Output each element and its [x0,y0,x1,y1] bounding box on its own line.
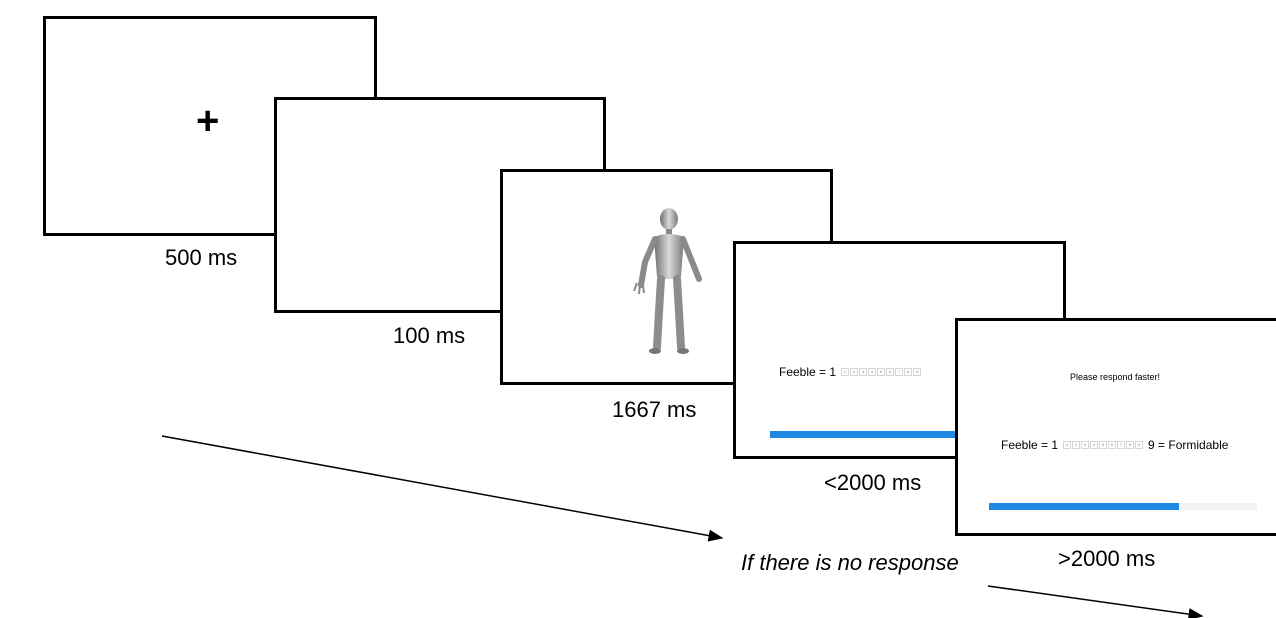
time-arrow-continuation [987,585,1204,618]
left-anchor-label: Feeble = 1 [1001,438,1059,452]
scale-option-7[interactable]: 7 [895,368,904,376]
scale-option-2[interactable]: 2 [850,368,859,376]
mannequin-figure-icon [633,208,702,354]
scale-option-9[interactable]: 9 [913,368,922,376]
respond-faster-message: Please respond faster! [1070,372,1161,382]
progress-bar-fill [770,431,1017,438]
scale-option-3[interactable]: 3 [1081,441,1090,449]
progress-bar-track [770,431,1030,438]
blank-duration-label: 100 ms [393,323,466,348]
no-response-note: If there is no response [741,550,959,575]
scale-option-5[interactable]: 5 [877,368,886,376]
stimulus-duration-label: 1667 ms [612,397,697,422]
time-arrow-main [161,435,724,542]
feedback-duration-label: >2000 ms [1058,546,1156,571]
progress-bar-track [989,503,1257,510]
scale-option-6[interactable]: 6 [886,368,895,376]
scale-option-3[interactable]: 3 [859,368,868,376]
scale-option-6[interactable]: 6 [1108,441,1117,449]
scale-option-8[interactable]: 8 [904,368,913,376]
right-anchor-label: 9 = Formidable [1148,438,1229,452]
left-anchor-label: Feeble = 1 [779,365,837,379]
scale-option-2[interactable]: 2 [1072,441,1081,449]
scale-option-4[interactable]: 4 [1090,441,1099,449]
scale-option-1[interactable]: 1 [1063,441,1072,449]
scale-option-5[interactable]: 5 [1099,441,1108,449]
scale-option-7[interactable]: 7 [1117,441,1126,449]
scale-option-8[interactable]: 8 [1126,441,1135,449]
progress-bar-fill [989,503,1180,510]
fixation-duration-label: 500 ms [165,245,238,270]
scale-option-9[interactable]: 9 [1135,441,1144,449]
scale-option-4[interactable]: 4 [868,368,877,376]
rating-duration-label: <2000 ms [824,470,922,495]
fixation-cross: + [196,99,220,143]
scale-option-1[interactable]: 1 [841,368,850,376]
